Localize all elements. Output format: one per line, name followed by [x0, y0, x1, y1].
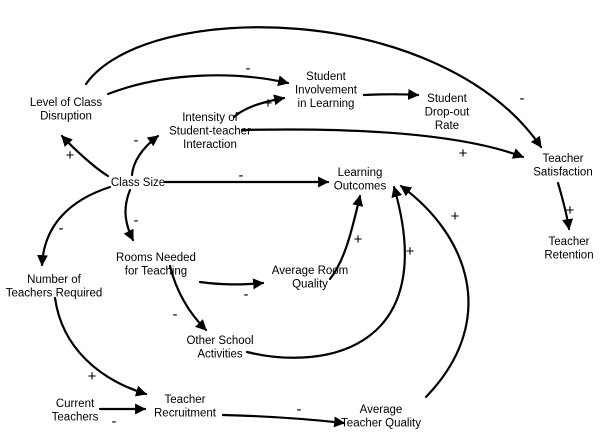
link-teacherquality-to-outcomes [399, 184, 470, 399]
node-label-line: Rate [435, 120, 459, 132]
node-label-line: Level of Class [30, 97, 102, 109]
sign-rooms-to-room-quality: - [244, 286, 249, 303]
sign-teacherquality-to-outcomes: + [451, 208, 460, 225]
node-label-line: Involvement [295, 85, 358, 97]
link-classsize-to-rooms [123, 188, 135, 242]
link-classsize-to-teachers-required [37, 185, 112, 267]
sign-teachers-required-to-recruitment: + [88, 368, 97, 385]
node-label-line: Teacher [549, 236, 590, 248]
node-label-line: for Teaching [125, 266, 187, 278]
link-activities-to-outcomes [245, 185, 406, 359]
link-disruption-to-involvement [106, 74, 290, 96]
node-label-line: Drop-out [425, 107, 471, 119]
link-satisfaction-to-retention [556, 181, 574, 231]
node-label-line: Retention [544, 250, 593, 262]
sign-current-teachers-to-recruitment: - [112, 413, 117, 430]
node-label-line: Number of [27, 274, 81, 286]
link-intensity-to-satisfaction [240, 128, 525, 159]
node-label-line: Teachers Required [6, 288, 103, 300]
node-label-line: Student [427, 93, 467, 105]
sign-roomquality-to-outcomes: + [354, 231, 363, 248]
node-label-line: Teacher [165, 394, 206, 406]
node-label-line: Activities [197, 349, 243, 361]
node-label-line: Rooms Needed [116, 252, 196, 264]
node-label-line: Teacher Quality [341, 418, 421, 430]
link-intensity-to-involvement [232, 94, 286, 119]
node-class-size: Class Size [111, 177, 165, 189]
node-label-line: in Learning [298, 98, 355, 110]
link-rooms-to-other-activities [168, 264, 208, 332]
node-rooms-needed: Rooms Needed for Teaching [116, 252, 196, 278]
node-label-line: Average [360, 404, 403, 416]
sign-disruption-to-satisfaction: - [520, 90, 525, 107]
node-label-line: Average Room [272, 265, 349, 277]
sign-classsize-to-rooms: - [134, 212, 139, 229]
sign-rooms-to-other-activities: - [173, 306, 178, 323]
node-label-line: Teacher [543, 153, 584, 165]
node-label-line: Learning [338, 167, 383, 179]
link-roomquality-to-outcomes [328, 194, 364, 281]
link-recruitment-to-teacher-quality [221, 413, 346, 428]
node-label-line: Student-teacher [169, 126, 251, 138]
node-label-line: Outcomes [334, 181, 387, 193]
node-label-line: Interaction [183, 139, 237, 151]
link-disruption-to-satisfaction [84, 26, 543, 149]
node-label-line: Current [56, 398, 95, 410]
sign-recruitment-to-teacher-quality: - [297, 401, 302, 418]
sign-intensity-to-involvement: + [264, 95, 273, 112]
link-classsize-to-intensity [130, 134, 160, 177]
node-label-line: Class Size [111, 177, 165, 189]
node-label-line: Recruitment [154, 408, 217, 420]
sign-classsize-to-intensity: - [134, 132, 139, 149]
sign-satisfaction-to-retention: + [566, 202, 575, 219]
sign-involvement-to-dropout: - [394, 85, 399, 102]
sign-intensity-to-satisfaction: + [459, 145, 468, 162]
sign-classsize-to-teachers-required: - [59, 220, 64, 237]
node-label-line: Intensity of [182, 112, 238, 124]
node-teachers-required: Number of Teachers Required [6, 274, 103, 300]
node-label-line: Teachers [52, 412, 99, 424]
sign-disruption-to-involvement: - [246, 60, 251, 77]
node-label-line: Satisfaction [533, 167, 592, 179]
link-polarity-signs: - - + - + + + - - - - - + - + + - - + [59, 60, 575, 430]
sign-classsize-to-disruption: + [66, 147, 75, 164]
link-teachers-required-to-recruitment [53, 296, 148, 397]
link-rooms-to-room-quality [198, 278, 265, 290]
link-classsize-to-disruption [60, 134, 110, 178]
causal-links [37, 26, 574, 428]
link-involvement-to-dropout [362, 88, 420, 100]
node-label-line: Quality [292, 279, 328, 291]
node-label-line: Disruption [40, 111, 92, 123]
node-label-line: Other School [186, 335, 253, 347]
node-label-line: Student [306, 71, 346, 83]
sign-classsize-to-outcomes: - [239, 167, 244, 184]
sign-activities-to-outcomes: + [406, 243, 415, 260]
